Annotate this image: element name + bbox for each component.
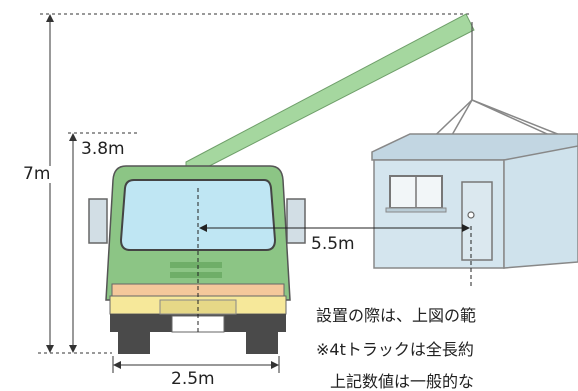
height-7m-label: 7m — [22, 164, 52, 184]
left-mirror — [88, 198, 108, 244]
note-line-2: ※4tトラックは全長約 — [316, 340, 474, 359]
width-2-5m-label: 2.5m — [170, 369, 216, 389]
door-knob — [467, 211, 475, 219]
note-line-3: 上記数値は一般的な — [330, 372, 475, 391]
note-line-1: 設置の際は、上図の範 — [316, 306, 477, 325]
right-mirror — [286, 198, 306, 244]
prefab-side-wall — [503, 145, 578, 269]
prefab-roof — [371, 133, 578, 161]
dimension-guides — [38, 13, 472, 373]
prefab-door — [461, 181, 493, 261]
reach-5-5m-label: 5.5m — [310, 234, 356, 254]
dimension-arrowheads — [46, 14, 279, 369]
windshield — [119, 179, 277, 251]
truck-front — [88, 165, 306, 354]
prefab-house — [371, 133, 578, 269]
height-3-8m-label: 3.8m — [80, 139, 126, 159]
grille — [170, 262, 222, 268]
left-wheel — [118, 330, 150, 354]
right-wheel — [246, 330, 278, 354]
